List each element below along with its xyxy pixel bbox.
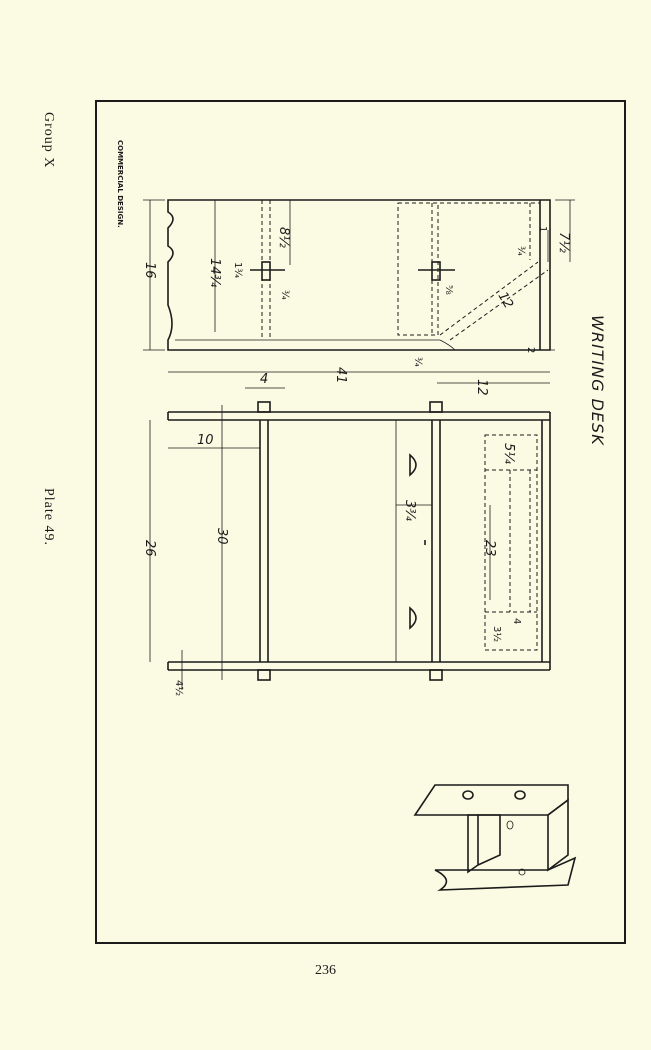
dim-peg-spacing: 4 [260,372,268,387]
dim-drawer-bottom: 3½ [491,626,503,642]
dim-drawer-top: 5¼ [501,443,516,464]
dim-peg-frac-b: ¾ [279,290,290,300]
page-number: 236 [315,963,336,978]
dim-shelf-width: 30 [214,528,229,545]
dim-height-inner: 14¾ [207,258,222,288]
dim-lower-right: 2 [525,347,536,353]
dim-end-depth: 12 [474,379,489,396]
dim-post-width: 3¾ [402,500,417,521]
dim-lower-frac: ¾ [412,357,423,367]
dim-bottom-thickness: 4½ [173,680,185,696]
perspective-sketch [413,784,577,891]
dim-end-offset: 10 [197,433,214,448]
dim-upper-right-small: 1 [537,226,548,232]
dim-drawer-side: 4 [511,618,522,624]
dim-peg-upper: 8½ [276,227,291,248]
plate-frame [95,100,626,944]
plate-credit: COMMERCIAL DESIGN. [116,140,124,228]
dim-slope: 12 [495,290,516,312]
dim-upper-right: 7½ [556,232,571,253]
dim-peg-frac-c: ⅝ [443,285,454,295]
dim-length: 41 [333,367,348,384]
dim-top-width: 26 [142,540,157,557]
plan-view [149,387,551,690]
end-elevation [143,199,575,384]
dim-peg-frac-a: 1¾ [232,262,243,278]
dim-drawer-width: 23 [482,540,497,557]
plate-title: WRITING DESK [588,315,607,446]
dim-upper-right-frac: ¾ [515,246,526,256]
dim-height: 16 [142,262,157,279]
